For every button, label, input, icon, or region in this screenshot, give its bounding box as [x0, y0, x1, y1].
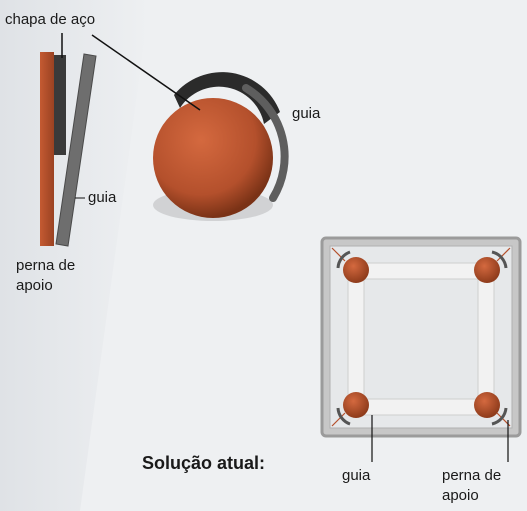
label-current-solution: Solução atual:: [142, 453, 266, 473]
guide-rail-bottom: [355, 398, 487, 416]
guide-rail-left: [347, 271, 365, 403]
label-support-leg-side-1: perna de: [16, 257, 76, 274]
guide-rail-top: [355, 262, 487, 280]
support-leg-corner: [474, 392, 500, 418]
guide-rail-right: [477, 271, 495, 403]
label-guide-top: guia: [292, 105, 321, 122]
top-view: [91, 34, 289, 221]
side-view: [40, 33, 97, 247]
support-leg-corner: [343, 257, 369, 283]
leader-plate-top: [91, 34, 201, 111]
label-support-leg-square-2: apoio: [442, 487, 479, 504]
label-support-leg-side-2: apoio: [16, 277, 53, 294]
guide-arc-top: [242, 84, 289, 202]
corner-guide-arc: [491, 407, 508, 426]
support-leg-corner: [343, 392, 369, 418]
square-view: [320, 236, 522, 462]
support-leg-side: [40, 52, 54, 246]
guide-side: [55, 53, 97, 247]
corner-brace: [331, 412, 346, 427]
steel-plate-side: [54, 55, 66, 155]
label-guide-side: guia: [88, 189, 117, 206]
label-support-leg-square-1: perna de: [442, 467, 502, 484]
support-leg-corner: [474, 257, 500, 283]
label-guide-square: guia: [342, 467, 371, 484]
label-steel-plate: chapa de aço: [5, 11, 96, 28]
corner-guide-arc: [336, 250, 351, 269]
support-leg-ball: [153, 98, 273, 218]
corner-guide-arc: [491, 250, 508, 269]
corner-brace: [496, 247, 511, 262]
background-sweep: [0, 0, 150, 511]
steel-plate-top: [174, 72, 280, 124]
corner-guide-arc: [336, 407, 351, 426]
